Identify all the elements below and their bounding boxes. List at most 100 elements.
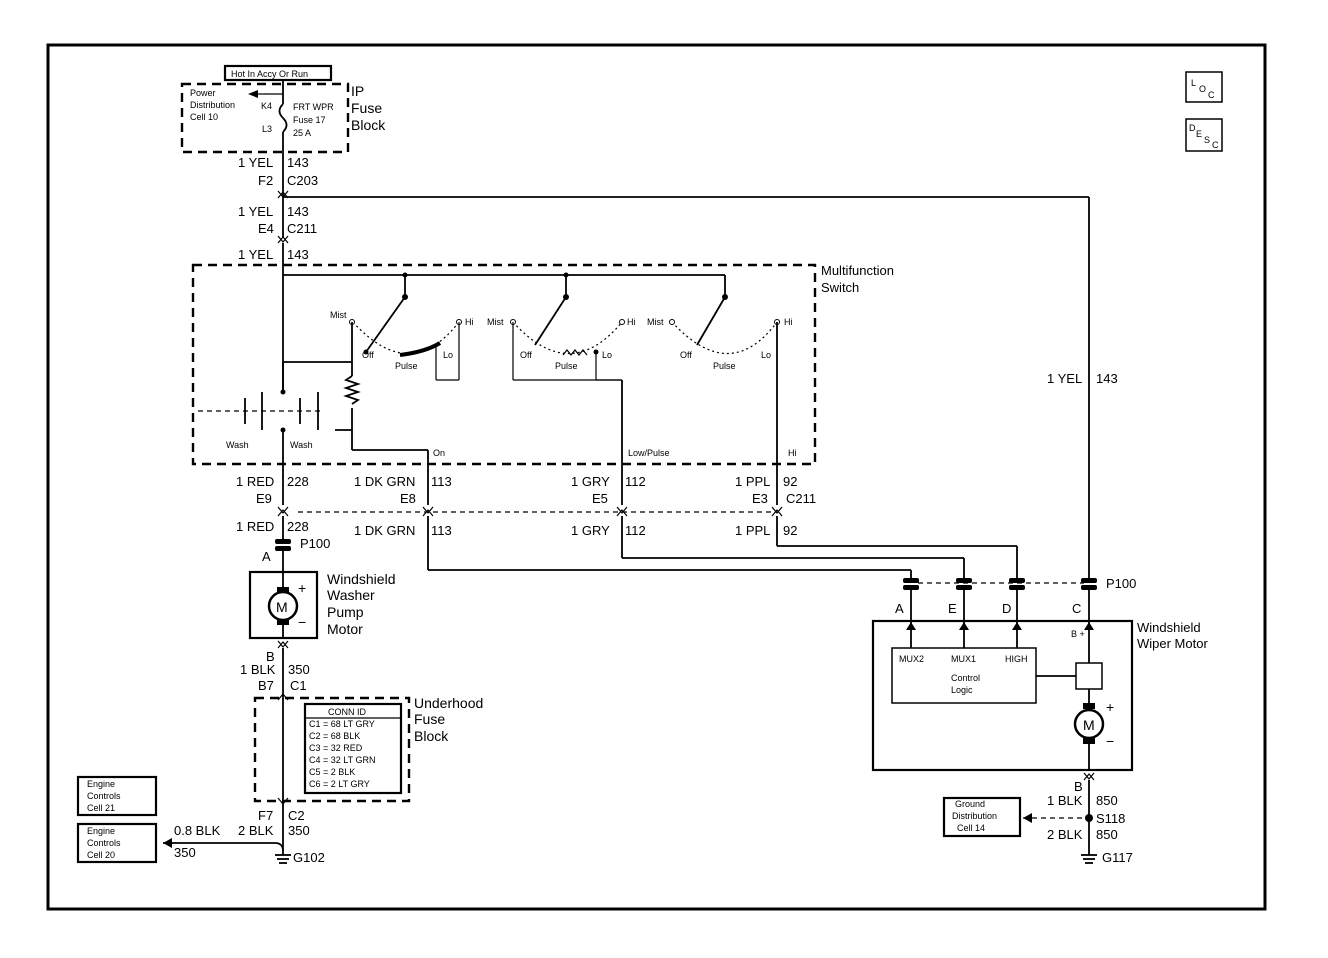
wire-red-lower-color: 1 RED (236, 519, 274, 534)
connector-p100-washer (275, 539, 291, 544)
out-on: On (433, 448, 445, 458)
wiper-motor-m: M (1083, 717, 1095, 733)
wire-350-circuit: 350 (288, 662, 310, 677)
washer-motor-m: M (276, 599, 288, 615)
ec21-2: Controls (87, 791, 121, 801)
washer-pin-a: A (262, 549, 271, 564)
wash-right: Wash (290, 440, 313, 450)
wire-grn-lower-color: 1 DK GRN (354, 523, 415, 538)
conn-id-c6: C6 = 2 LT GRY (309, 779, 370, 789)
desc-button[interactable]: D E S C (1185, 118, 1223, 152)
connector-c211-top (277, 235, 289, 243)
pin-e-wiper: E (948, 601, 957, 616)
p100-pins-wiper (903, 578, 1097, 590)
ec20-3: Cell 20 (87, 850, 115, 860)
wire-grn-upper-circuit: 113 (431, 474, 452, 489)
switch-name-1: Multifunction (821, 263, 894, 278)
wire-top2-circuit: 143 (287, 204, 309, 219)
wire-f7-pin: F7 (258, 808, 273, 823)
wire-850-2-circuit: 850 (1096, 827, 1118, 842)
wire-ppl-upper-color: 1 PPL (735, 474, 770, 489)
wiper-name-2: Wiper Motor (1137, 636, 1208, 651)
pin-a-wiper: A (895, 601, 904, 616)
wire-gry-lower-color: 1 GRY (571, 523, 610, 538)
ground-g102-icon (275, 854, 291, 864)
wire-g102-branch-circuit: 350 (174, 845, 196, 860)
wire-350-color: 1 BLK (240, 662, 276, 677)
wire-f7-conn: C2 (288, 808, 305, 823)
engine-controls-cell21-link[interactable]: Engine Controls Cell 21 (76, 775, 158, 817)
wire-350-pin: B7 (258, 678, 274, 693)
page-frame (46, 43, 1267, 911)
wire-ppl-upper-conn: C211 (786, 491, 816, 506)
pin-c-wiper: C (1072, 601, 1081, 616)
power-dist-2: Distribution (190, 100, 235, 110)
conn-id-c1: C1 = 68 LT GRY (309, 719, 375, 729)
ground-g102-label: G102 (293, 850, 325, 865)
ip-label: IP (351, 83, 364, 99)
conn-id-c3: C3 = 32 RED (309, 743, 363, 753)
conn-id-title: CONN ID (328, 707, 367, 717)
wire-top1-conn: C203 (287, 173, 318, 188)
wire-gry-upper-color: 1 GRY (571, 474, 610, 489)
wire-grn-lower-circuit: 113 (431, 523, 452, 538)
underhood-fuse-block: Underhood Fuse Block CONN ID C1 = 68 LT … (253, 693, 483, 805)
mux1-label: MUX1 (951, 654, 976, 664)
engine-controls-cell20-link[interactable]: Engine Controls Cell 20 (76, 822, 158, 864)
splice-s118-label: S118 (1096, 811, 1125, 826)
wiper-pin-b: B (1074, 779, 1083, 794)
wire-gry-lower-circuit: 112 (625, 523, 646, 538)
ground-g117-label: G117 (1102, 850, 1133, 865)
sw3-lo: Lo (761, 350, 771, 360)
wire-ppl-upper-pin: E3 (752, 491, 768, 506)
wire-top1-color: 1 YEL (238, 155, 273, 170)
wire-red-upper-color: 1 RED (236, 474, 274, 489)
washer-name-2: Washer (327, 587, 375, 603)
out-hi: Hi (788, 448, 797, 458)
ec20-2: Controls (87, 838, 121, 848)
multifunction-switch: Multifunction Switch Mist Hi Off Lo Puls… (191, 263, 894, 505)
k4-label: K4 (261, 101, 272, 111)
conn-id-c5: C5 = 2 BLK (309, 767, 355, 777)
l3-label: L3 (262, 124, 272, 134)
sw2-off: Off (520, 350, 532, 360)
ground-dist-1: Ground (955, 799, 985, 809)
fuse-name: FRT WPR (293, 102, 334, 112)
wire-850-2-color: 2 BLK (1047, 827, 1083, 842)
sw3-hi: Hi (784, 317, 793, 327)
washer-pin-b: B (266, 649, 275, 664)
sw1-lo: Lo (443, 350, 453, 360)
desc-c: C (1212, 140, 1219, 150)
power-dist-1: Power (190, 88, 216, 98)
wire-grn-upper-pin: E8 (400, 491, 416, 506)
sw3-mist: Mist (647, 317, 664, 327)
wire-top3-color: 1 YEL (238, 247, 273, 262)
c211-pins (277, 506, 783, 517)
ground-distribution-link[interactable]: Ground Distribution Cell 14 (942, 796, 1022, 838)
desc-e: E (1196, 129, 1202, 139)
ec20-1: Engine (87, 826, 115, 836)
sw1-off: Off (362, 350, 374, 360)
wire-top1-pin: F2 (258, 173, 273, 188)
wire-red-lower-circuit: 228 (287, 519, 309, 534)
wiper-motor-minus: − (1106, 733, 1114, 749)
ip-fuse-block: Hot In Accy Or Run Power Distribution Ce… (180, 64, 386, 238)
wire-gry-upper-pin: E5 (592, 491, 608, 506)
wire-850-1-color: 1 BLK (1047, 793, 1083, 808)
desc-d: D (1189, 123, 1196, 133)
splice-s118 (1085, 814, 1093, 822)
wire-top2-conn: C211 (287, 221, 317, 236)
loc-l: L (1191, 78, 1196, 88)
hot-label: Hot In Accy Or Run (231, 69, 308, 79)
wire-top2-pin: E4 (258, 221, 274, 236)
p100-label-wiper: P100 (1106, 576, 1136, 591)
wire-right-circuit: 143 (1096, 371, 1118, 386)
washer-motor-minus: − (298, 614, 306, 630)
sw3-pulse: Pulse (713, 361, 736, 371)
ec21-3: Cell 21 (87, 803, 115, 813)
loc-button[interactable]: L O C (1185, 71, 1223, 103)
wire-f7-circuit: 350 (288, 823, 310, 838)
wiper-motor: Windshield Wiper Motor MUX2 MUX1 HIGH Co… (871, 619, 1208, 772)
out-low-pulse: Low/Pulse (628, 448, 670, 458)
washer-motor-plus: + (298, 580, 306, 596)
